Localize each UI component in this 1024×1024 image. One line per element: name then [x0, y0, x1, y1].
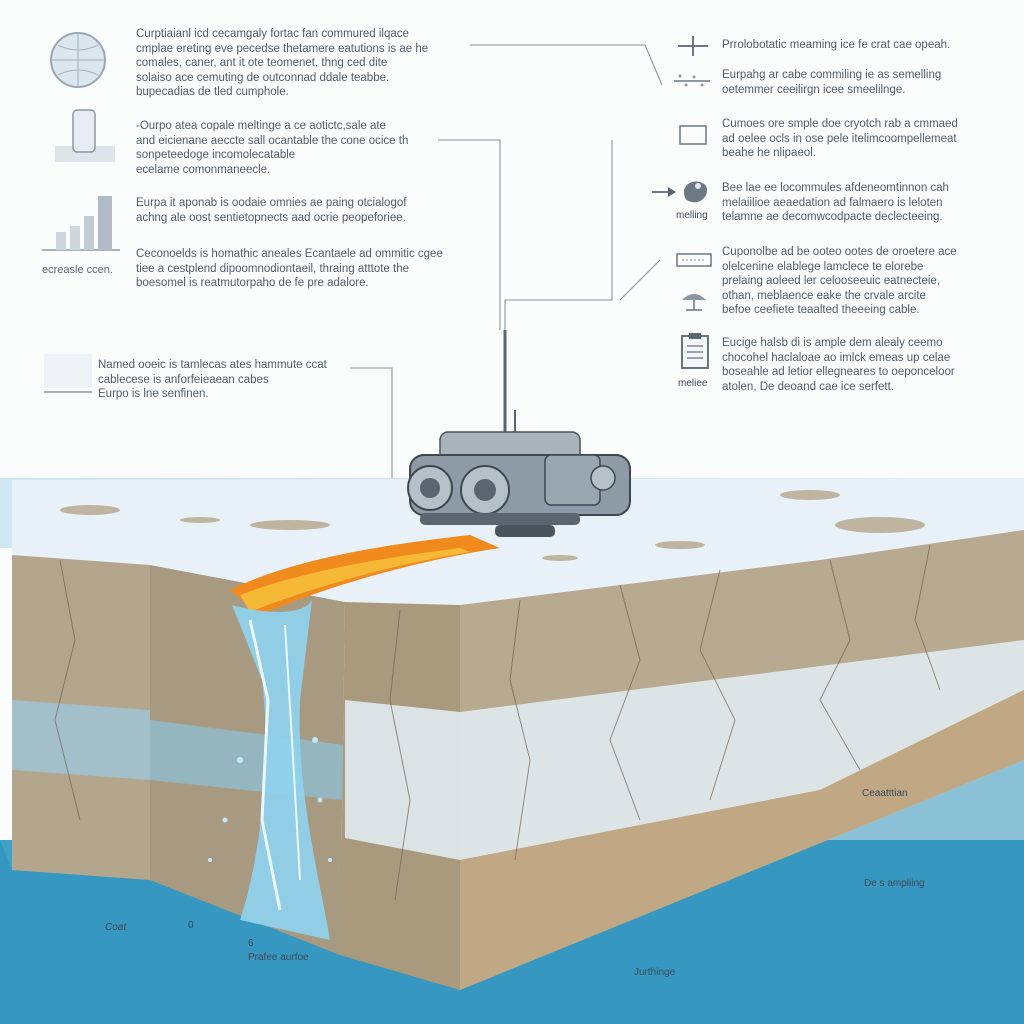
des-sampling-label: De s ampliing [864, 878, 925, 889]
blob-icon [680, 176, 712, 206]
ecreasle-label: ecreasle ccen. [42, 264, 113, 276]
right-note-4: Bee lae ee locommules afdeneomtinnon cah… [722, 182, 949, 223]
box-icon [678, 124, 708, 146]
bar-graph-icon [42, 192, 120, 254]
left-note-2: -Ourpo atea copale meltinge a ce aotictc… [136, 120, 409, 176]
arrow-icon [652, 185, 676, 199]
left-note-1: Curpt⁠iaianl icd cecamgaly fortac fan co… [136, 28, 429, 98]
right-note-1: Prrolobotatic meaming ice fe crat cae op… [722, 39, 951, 51]
device-icon [676, 252, 712, 268]
left-note-4: Ceconoelds is homathic aneales Ecantaele… [136, 248, 443, 289]
right-note-5: Cuponolbe ad be ooteo ootes de oroetere … [722, 246, 957, 316]
left-note-5: Named ooeic is tamlecas ates hammute cca… [98, 359, 327, 400]
zero-label: 0 [188, 920, 194, 931]
antenna-icon [678, 286, 710, 312]
cylinder-icon [55, 108, 115, 164]
coat-label: Coat [105, 922, 127, 933]
right-note-6: Eucige halsb di is ample dem alealy ceem… [722, 337, 955, 393]
right-note-2: Eurpahg ar cabe commiling ie as semellin… [722, 69, 942, 96]
plus-icon [678, 36, 708, 56]
melting-label: melling [676, 210, 708, 221]
caution-label: Ceaatttian [862, 788, 908, 799]
left-note-3: Eurpa it aponab is oodaie omnies ae pain… [136, 197, 407, 224]
globe-icon [48, 30, 108, 90]
melt-probe [407, 330, 631, 537]
radar-icon [674, 70, 710, 92]
melice-label: meliee [678, 378, 708, 389]
clipboard-icon [680, 332, 710, 370]
jurthings-label: Jurthinge [634, 967, 676, 978]
right-note-3: Cumoes ore smple doe cryotch rab a cmmae… [722, 118, 958, 159]
ice-top-surface [12, 478, 1024, 605]
grid-icon [44, 354, 92, 394]
meltwater-fall [232, 600, 330, 940]
six-label: 6 [248, 938, 254, 949]
ice-layer-band [345, 640, 1024, 860]
probe-surface-label: Prafee aurfoe [248, 952, 309, 963]
